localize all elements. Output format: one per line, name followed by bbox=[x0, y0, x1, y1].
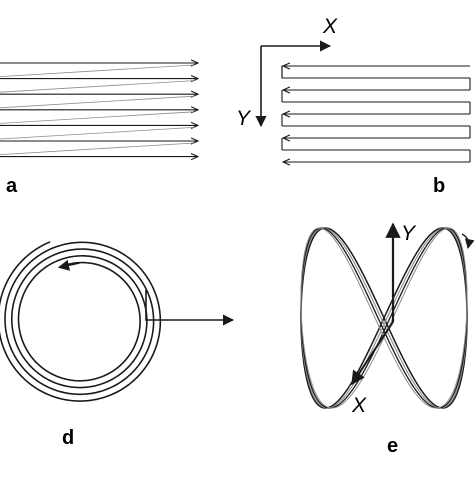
panel-d-start-arrow bbox=[57, 259, 80, 271]
panel-b-y-axis-label: Y bbox=[236, 107, 252, 130]
panel-a-label: a bbox=[6, 175, 18, 197]
panel-e-x-axis bbox=[351, 321, 394, 386]
panel-a-return-line bbox=[0, 127, 195, 140]
panel-b-x-axis-label: X bbox=[322, 15, 338, 38]
panel-b-axes bbox=[255, 40, 332, 128]
panel-e-x-axis-label: X bbox=[351, 394, 367, 417]
panel-a-return-line bbox=[0, 142, 195, 155]
panel-e-lissajous-path bbox=[300, 227, 468, 409]
panel-b-serpentine-scan bbox=[281, 65, 471, 162]
panel-e-axes bbox=[351, 222, 401, 386]
panel-a-return-line bbox=[0, 80, 195, 93]
panel-e-lissajous-path bbox=[300, 227, 468, 409]
panel-e-lissajous-path bbox=[300, 227, 468, 409]
panel-d-spiral-scan bbox=[0, 241, 235, 402]
panel-a-return-line bbox=[0, 111, 195, 124]
panel-a-return-line bbox=[0, 95, 195, 109]
panel-a-return-line bbox=[0, 64, 195, 77]
panel-d-exit-arrow bbox=[145, 290, 235, 326]
panel-e-lissajous-scan bbox=[300, 227, 474, 409]
panel-d-label: d bbox=[62, 427, 74, 449]
panel-e-direction-arrow bbox=[461, 233, 474, 249]
panel-e-label: e bbox=[387, 435, 398, 457]
panel-d-spiral-path bbox=[0, 241, 162, 402]
panel-a-raster-scan bbox=[0, 63, 198, 157]
panel-b-scan-path bbox=[281, 65, 470, 79]
panel-e-y-axis-label: Y bbox=[401, 222, 417, 245]
panel-b-label: b bbox=[433, 175, 445, 197]
